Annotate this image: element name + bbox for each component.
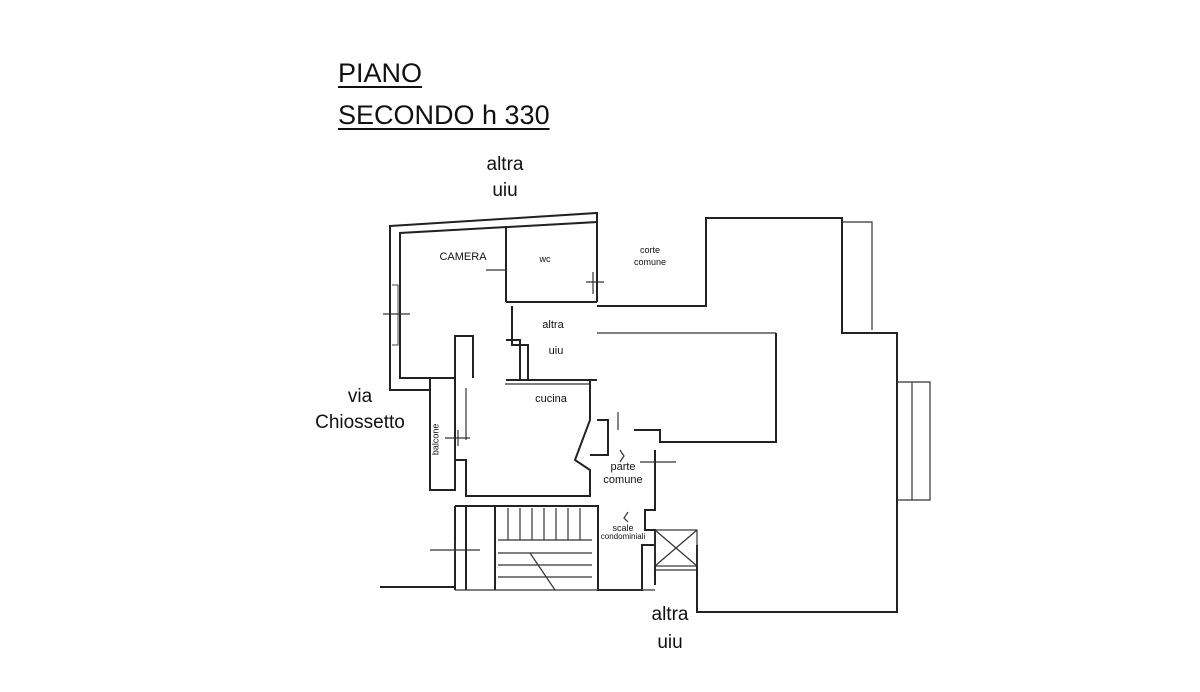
label-balcone: balcone [430, 423, 441, 456]
label-altra-uiu-inner-1: altra [542, 319, 564, 331]
label-altra-uiu-top-1: altra [486, 154, 524, 175]
stair-treads-upper [498, 508, 592, 541]
label-scale-1: scale [612, 523, 634, 533]
label-scale-2: condominiali [600, 532, 646, 541]
door-swing-1 [619, 449, 625, 463]
label-altra-uiu-bottom-2: uiu [657, 632, 683, 653]
window-west [392, 284, 399, 346]
wall-cucina [454, 378, 591, 497]
label-altra-uiu-inner-2: uiu [548, 345, 564, 357]
wall-parte-comune [590, 419, 609, 456]
label-corte-2: comune [633, 257, 667, 267]
label-parte-comune-2: comune [603, 474, 643, 486]
label-street-1: via [347, 386, 373, 407]
wall-camera-south [400, 335, 474, 379]
annex-right [897, 381, 931, 501]
stair-treads-lower [498, 552, 592, 591]
label-altra-uiu-top-2: uiu [492, 180, 518, 201]
label-wc: wc [539, 254, 551, 264]
label-corte-1: corte [639, 245, 660, 255]
door-swing-2 [623, 511, 629, 523]
annex-top-right [842, 221, 873, 330]
plan-title-line-2: SECONDO h 330 [338, 100, 550, 130]
plan-title-line-1: PIANO [338, 58, 423, 88]
building-outline [597, 217, 898, 613]
wall-stepped [634, 333, 777, 443]
balcone-outline [429, 390, 456, 491]
label-cucina: cucina [535, 393, 567, 405]
label-camera: CAMERA [439, 251, 487, 263]
elevator-box [654, 529, 698, 567]
wall-inner-uiu-2 [506, 339, 521, 380]
label-parte-comune-1: parte [610, 461, 636, 473]
label-street-2: Chiossetto [315, 412, 405, 433]
elevator-cross-2 [654, 529, 698, 567]
label-altra-uiu-bottom-1: altra [651, 604, 689, 625]
wall-inner-uiu [511, 306, 597, 381]
